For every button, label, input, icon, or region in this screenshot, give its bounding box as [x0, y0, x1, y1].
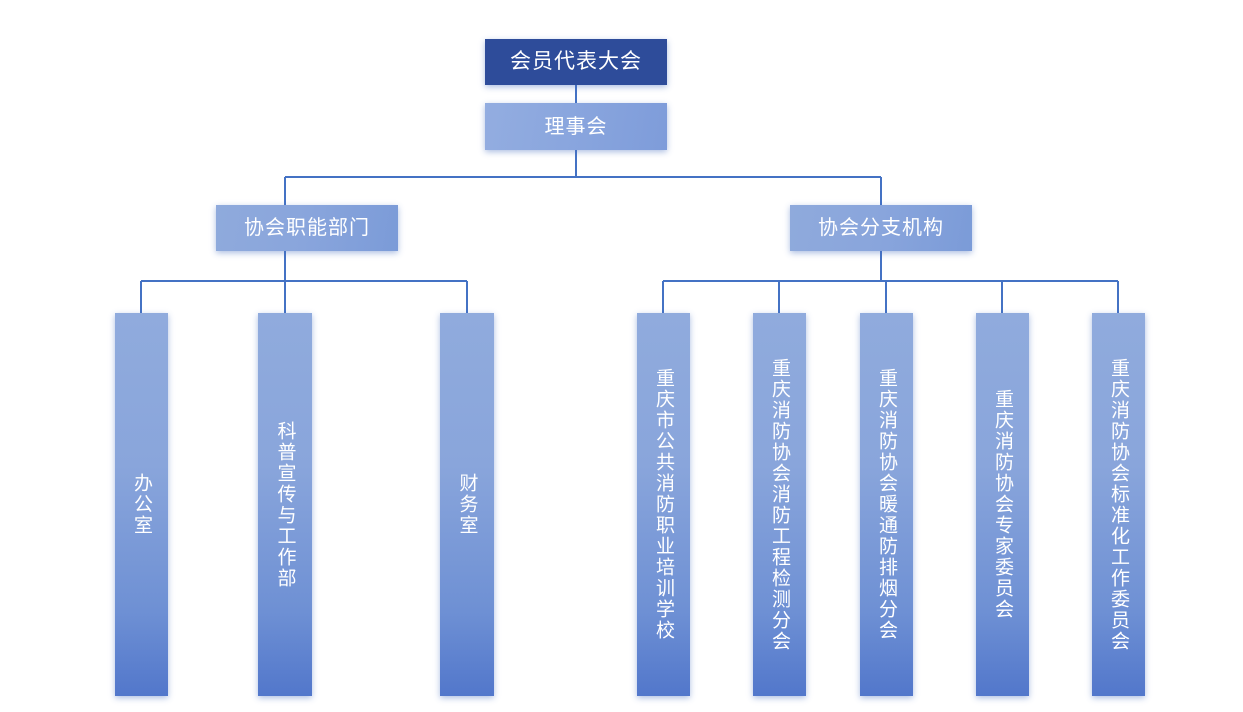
node-expert-committee[interactable]: 重庆消防协会专家委员会 [976, 313, 1029, 696]
node-label: 协会分支机构 [818, 217, 944, 239]
node-label: 理事会 [544, 115, 608, 138]
node-hvac-smoke-control-branch[interactable]: 重庆消防协会暖通防排烟分会 [860, 313, 913, 696]
node-label: 重庆消防协会标准化工作委员会 [1108, 357, 1129, 652]
node-functional-departments[interactable]: 协会职能部门 [216, 205, 398, 251]
node-label: 重庆消防协会专家委员会 [992, 389, 1013, 620]
node-office[interactable]: 办公室 [115, 313, 168, 696]
node-label: 重庆消防协会暖通防排烟分会 [876, 368, 897, 641]
node-science-publicity-department[interactable]: 科普宣传与工作部 [258, 313, 312, 696]
node-board-of-directors[interactable]: 理事会 [485, 103, 667, 150]
node-label: 财务室 [456, 473, 478, 536]
node-fire-engineering-inspection-branch[interactable]: 重庆消防协会消防工程检测分会 [753, 313, 806, 696]
node-label: 协会职能部门 [244, 217, 370, 239]
node-standardization-work-committee[interactable]: 重庆消防协会标准化工作委员会 [1092, 313, 1145, 696]
node-finance-office[interactable]: 财务室 [440, 313, 494, 696]
node-public-fire-vocational-training-school[interactable]: 重庆市公共消防职业培训学校 [637, 313, 690, 696]
node-label: 重庆市公共消防职业培训学校 [653, 368, 674, 641]
node-label: 科普宣传与工作部 [274, 420, 296, 589]
node-label: 办公室 [131, 473, 152, 536]
node-label: 重庆消防协会消防工程检测分会 [769, 357, 790, 652]
node-sub-organizations[interactable]: 协会分支机构 [790, 205, 972, 251]
node-member-congress[interactable]: 会员代表大会 [485, 39, 667, 85]
node-label: 会员代表大会 [510, 50, 642, 74]
